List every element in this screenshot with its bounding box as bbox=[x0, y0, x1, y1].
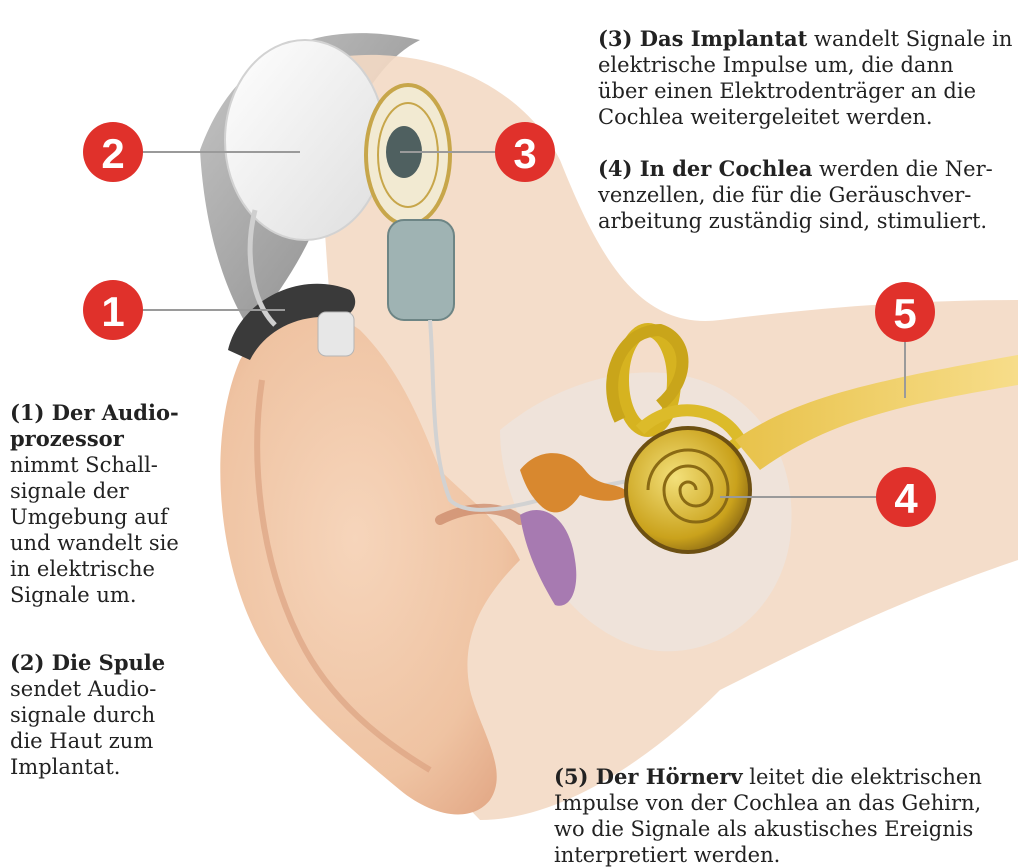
caption-1-line-7: Signale um. bbox=[10, 582, 179, 608]
caption-cochlea: (4) In der Cochlea werden die Ner- venze… bbox=[598, 156, 993, 234]
caption-3-line-1: elektrische Impulse um, die dann bbox=[598, 52, 1012, 78]
caption-implant: (3) Das Implantat wandelt Signale in ele… bbox=[598, 26, 1012, 130]
caption-coil: (2) Die Spule sendet Audio- signale durc… bbox=[10, 650, 165, 780]
cochlea bbox=[626, 428, 750, 552]
marker-1: 1 bbox=[83, 280, 143, 340]
caption-2-title: (2) Die Spule bbox=[10, 650, 165, 676]
caption-5-line-2: wo die Signale als akustisches Ereignis bbox=[554, 816, 982, 842]
caption-1-line-4: Umgebung auf bbox=[10, 504, 179, 530]
caption-1-line-6: in elektrische bbox=[10, 556, 179, 582]
marker-3: 3 bbox=[495, 122, 555, 182]
marker-3-number: 3 bbox=[513, 130, 536, 177]
caption-5-first-rest: leitet die elektrischen bbox=[743, 765, 982, 789]
marker-1-number: 1 bbox=[101, 288, 124, 335]
caption-3-first-rest: wandelt Signale in bbox=[807, 27, 1012, 51]
caption-5-line-1: Impulse von der Cochlea an das Gehirn, bbox=[554, 790, 982, 816]
caption-2-line-3: die Haut zum bbox=[10, 728, 165, 754]
caption-1-line-2: nimmt Schall- bbox=[10, 452, 179, 478]
marker-4: 4 bbox=[876, 467, 936, 527]
coil bbox=[225, 40, 385, 240]
caption-1-line-5: und wandelt sie bbox=[10, 530, 179, 556]
marker-2-number: 2 bbox=[101, 130, 124, 177]
caption-4-line-1: venzellen, die für die Geräuschver- bbox=[598, 182, 993, 208]
caption-3-line-3: Cochlea weitergeleitet werden. bbox=[598, 104, 1012, 130]
caption-5-line-3: interpretiert werden. bbox=[554, 842, 982, 868]
caption-1-line-1: prozessor bbox=[10, 426, 179, 452]
marker-5-number: 5 bbox=[893, 290, 916, 337]
marker-4-number: 4 bbox=[894, 475, 918, 522]
caption-audio-processor: (1) Der Audio- prozessor nimmt Schall- s… bbox=[10, 400, 179, 608]
caption-auditory-nerve: (5) Der Hörnerv leitet die elektrischen … bbox=[554, 764, 982, 868]
caption-4-title: (4) In der Cochlea bbox=[598, 156, 812, 181]
caption-2-line-1: sendet Audio- bbox=[10, 676, 165, 702]
caption-1-line-3: signale der bbox=[10, 478, 179, 504]
caption-5-title: (5) Der Hörnerv bbox=[554, 764, 743, 789]
caption-4-line-2: arbeitung zuständig sind, stimuliert. bbox=[598, 208, 993, 234]
caption-2-line-4: Implantat. bbox=[10, 754, 165, 780]
caption-2-line-2: signale durch bbox=[10, 702, 165, 728]
processor-connector bbox=[318, 312, 354, 356]
caption-4-first-rest: werden die Ner- bbox=[812, 157, 992, 181]
caption-1-title: (1) Der Audio- bbox=[10, 400, 179, 426]
caption-3-title: (3) Das Implantat bbox=[598, 26, 807, 51]
marker-5: 5 bbox=[875, 282, 935, 342]
implant-body bbox=[388, 220, 454, 320]
marker-2: 2 bbox=[83, 122, 143, 182]
caption-3-line-2: über einen Elektrodenträger an die bbox=[598, 78, 1012, 104]
